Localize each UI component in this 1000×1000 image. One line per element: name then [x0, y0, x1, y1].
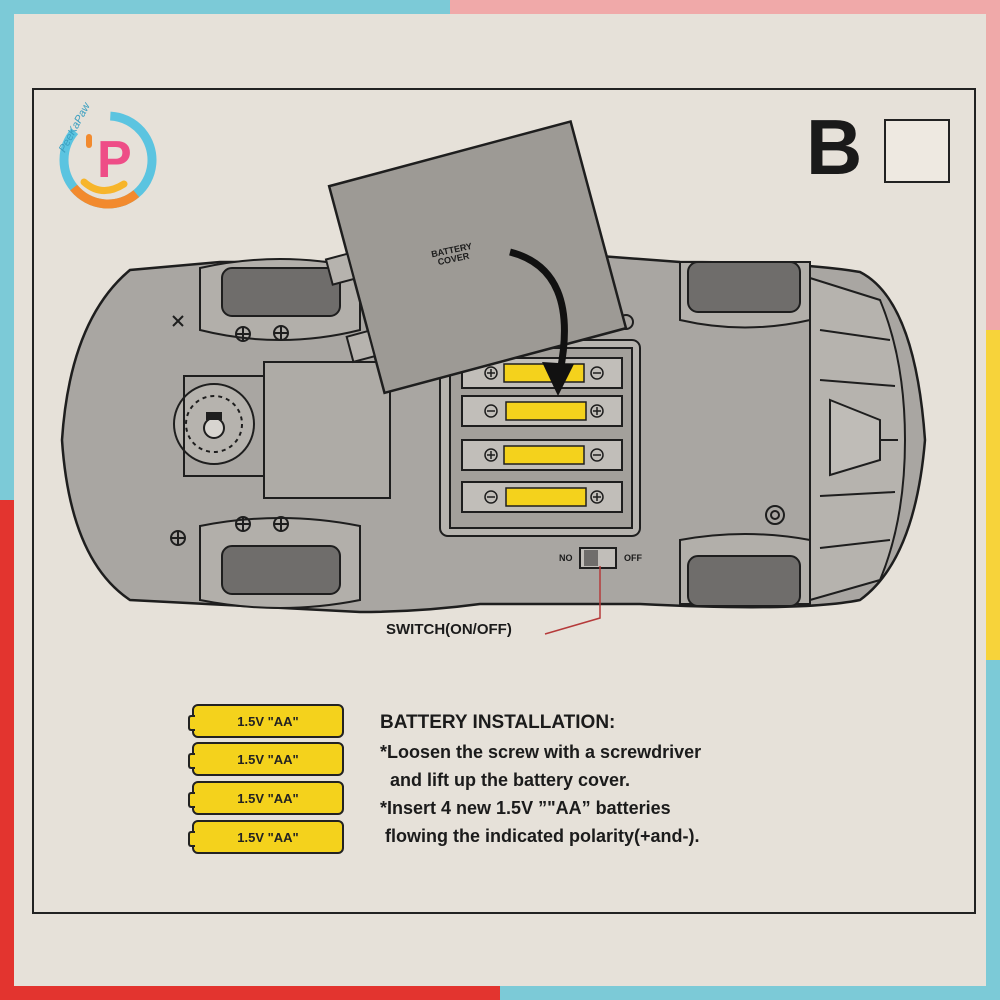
border-top-right	[450, 0, 1000, 14]
battery-aa-3: 1.5V "AA"	[188, 781, 344, 815]
border-right-mid	[986, 330, 1000, 660]
screw-icons	[170, 314, 785, 546]
instruction-line: and lift up the battery cover.	[380, 770, 631, 790]
battery-label: 1.5V "AA"	[237, 791, 299, 806]
box-letter: B	[806, 103, 863, 191]
border-top-left	[0, 0, 450, 14]
border-right-bottom	[986, 660, 1000, 1000]
arrow-curve-icon	[509, 248, 568, 373]
battery-label: 1.5V "AA"	[237, 830, 299, 845]
border-left-bottom	[0, 500, 14, 1000]
border-bottom-left	[0, 986, 500, 1000]
instruction-panel-frame	[32, 88, 976, 914]
switch-right-label: OFF	[624, 553, 642, 563]
wheel-pad-rear-left	[687, 261, 801, 313]
instructions-title: BATTERY INSTALLATION:	[380, 712, 616, 733]
border-right-top	[986, 0, 1000, 330]
battery-aa-2: 1.5V "AA"	[188, 742, 344, 776]
brand-logo: P PeeKaPaw	[57, 100, 157, 209]
logo-glyph: P	[97, 131, 132, 189]
battery-aa-1: 1.5V "AA"	[188, 704, 344, 738]
switch-left-label: NO	[559, 553, 573, 563]
instruction-line: *Insert 4 new 1.5V ”"AA” batteries	[380, 798, 671, 818]
instruction-line: flowing the indicated polarity(+and-).	[380, 826, 700, 846]
battery-aa-4: 1.5V "AA"	[188, 820, 344, 854]
battery-label: 1.5V "AA"	[237, 714, 299, 729]
border-bottom-right	[500, 986, 1000, 1000]
instruction-line: *Loosen the screw with a screwdriver	[380, 742, 702, 762]
logo-smile-icon	[80, 178, 128, 194]
switch-callout-label: SWITCH(ON/OFF)	[386, 621, 512, 638]
checkbox-square	[884, 119, 950, 183]
battery-cover	[324, 119, 628, 395]
battery-instructions: BATTERY INSTALLATION: *Loosen the screw …	[380, 712, 940, 850]
border-left-top	[0, 0, 14, 500]
battery-label: 1.5V "AA"	[237, 752, 299, 767]
switch-leader-line	[544, 566, 601, 635]
wheel-pad-rear-right	[687, 555, 801, 607]
polarity-icons	[484, 366, 604, 504]
wheel-pad-front-left	[221, 267, 341, 317]
wheel-pad-front-right	[221, 545, 341, 595]
